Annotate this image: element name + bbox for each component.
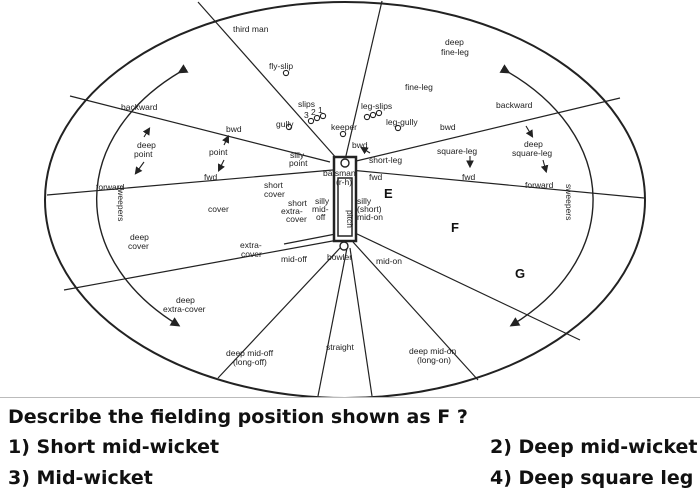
label-gully: gully	[276, 119, 294, 129]
label-long-on: (long-on)	[417, 355, 451, 365]
label-forward-right: forward	[525, 180, 554, 190]
label-pitch: pitch	[345, 210, 355, 228]
label-silly-mid-off-3: off	[316, 212, 326, 222]
sweeper-arc-right	[499, 64, 594, 327]
label-bwd-right: bwd	[440, 122, 456, 132]
label-deep-square-leg-2: square-leg	[512, 148, 552, 158]
pitch-inner	[337, 177, 353, 237]
option-2[interactable]: 2) Deep mid-wicket	[490, 436, 698, 458]
label-silly-mid-on-2: (short)	[357, 204, 382, 214]
label-right-handed: (r-h)	[336, 177, 352, 187]
label-extra-cover-2: cover	[241, 249, 262, 259]
option-3[interactable]: 3) Mid-wicket	[8, 467, 153, 489]
sweeper-arc-left	[95, 64, 189, 327]
label-sweepers-right: sweepers	[564, 184, 574, 220]
label-deep-point-1: deep	[137, 140, 156, 150]
label-short-extra-cover-2: extra-	[281, 206, 303, 216]
label-deep-extra-cover-1: deep	[176, 295, 195, 305]
cricket-field-diagram: third man deep fine-leg fly-slip fine-le…	[0, 0, 700, 398]
boundary-ellipse	[44, 1, 646, 397]
marker-E: E	[384, 186, 393, 201]
label-slips: slips	[298, 99, 315, 109]
label-long-off: (long-off)	[233, 357, 267, 367]
label-cover: cover	[208, 204, 229, 214]
label-deep-mid-off: deep mid-off	[226, 348, 274, 358]
field-svg: third man deep fine-leg fly-slip fine-le…	[44, 0, 646, 397]
label-fly-slip: fly-slip	[269, 61, 293, 71]
label-batsman: batsman	[323, 168, 356, 178]
label-short-cover-1: short	[264, 180, 284, 190]
marker-F: F	[451, 220, 459, 235]
label-deep-point-2: point	[134, 149, 153, 159]
label-deep-cover-1: deep	[130, 232, 149, 242]
label-deep-mid-on: deep mid-on	[409, 346, 457, 356]
label-short-cover-2: cover	[264, 189, 285, 199]
label-fine-leg: fine-leg	[405, 82, 433, 92]
label-deep-square-leg-1: deep	[524, 139, 543, 149]
label-silly-mid-on-1: silly	[357, 196, 372, 206]
label-square-leg: square-leg	[437, 146, 477, 156]
label-silly-mid-on-3: mid-on	[357, 212, 383, 222]
label-silly-mid-off-2: mid-	[312, 204, 329, 214]
direction-arrows	[134, 125, 549, 175]
option-1[interactable]: 1) Short mid-wicket	[8, 436, 220, 458]
label-backward-right: backward	[496, 100, 533, 110]
label-slip-2: 2	[311, 107, 316, 117]
label-forward-left: forward	[96, 182, 125, 192]
label-third-man: third man	[233, 24, 269, 34]
label-deep-extra-cover-2: extra-cover	[163, 304, 206, 314]
label-fwd-center: fwd	[369, 172, 383, 182]
label-fwd-right: fwd	[462, 172, 476, 182]
label-point: point	[209, 147, 228, 157]
label-short-extra-cover-3: cover	[286, 214, 307, 224]
label-extra-cover-1: extra-	[240, 240, 262, 250]
label-deep-cover-2: cover	[128, 241, 149, 251]
label-silly-mid-off-1: silly	[315, 196, 330, 206]
label-mid-on: mid-on	[376, 256, 402, 266]
batsman-marker	[340, 158, 350, 168]
label-bowler: bowler	[327, 252, 352, 262]
label-short-extra-cover-1: short	[288, 198, 308, 208]
label-keeper: keeper	[331, 122, 357, 132]
option-4[interactable]: 4) Deep square leg	[490, 467, 694, 489]
label-mid-off: mid-off	[281, 254, 307, 264]
sector-lines	[46, 0, 645, 397]
label-silly-point-1: silly	[290, 150, 305, 160]
label-deep-fine-leg-2: fine-leg	[441, 47, 469, 57]
label-leg-slips: leg-slips	[361, 101, 392, 111]
fielder-circles	[282, 69, 402, 138]
label-fwd-left: fwd	[204, 172, 218, 182]
label-straight: straight	[326, 342, 355, 352]
question-text: Describe the fielding position shown as …	[8, 406, 468, 428]
label-leg-gully: leg-gully	[386, 117, 418, 127]
label-backward-left: backward	[121, 102, 158, 112]
label-slip-3: 3	[304, 110, 309, 120]
label-sweepers-left: sweepers	[116, 185, 126, 221]
label-silly-point-2: point	[289, 158, 308, 168]
bowler-marker	[339, 241, 349, 251]
label-bwd-center: bwd	[352, 140, 368, 150]
label-bwd-left: bwd	[226, 124, 242, 134]
label-slip-1: 1	[318, 105, 323, 115]
label-deep-fine-leg-1: deep	[445, 37, 464, 47]
label-short-leg: short-leg	[369, 155, 402, 165]
marker-G: G	[515, 266, 525, 281]
